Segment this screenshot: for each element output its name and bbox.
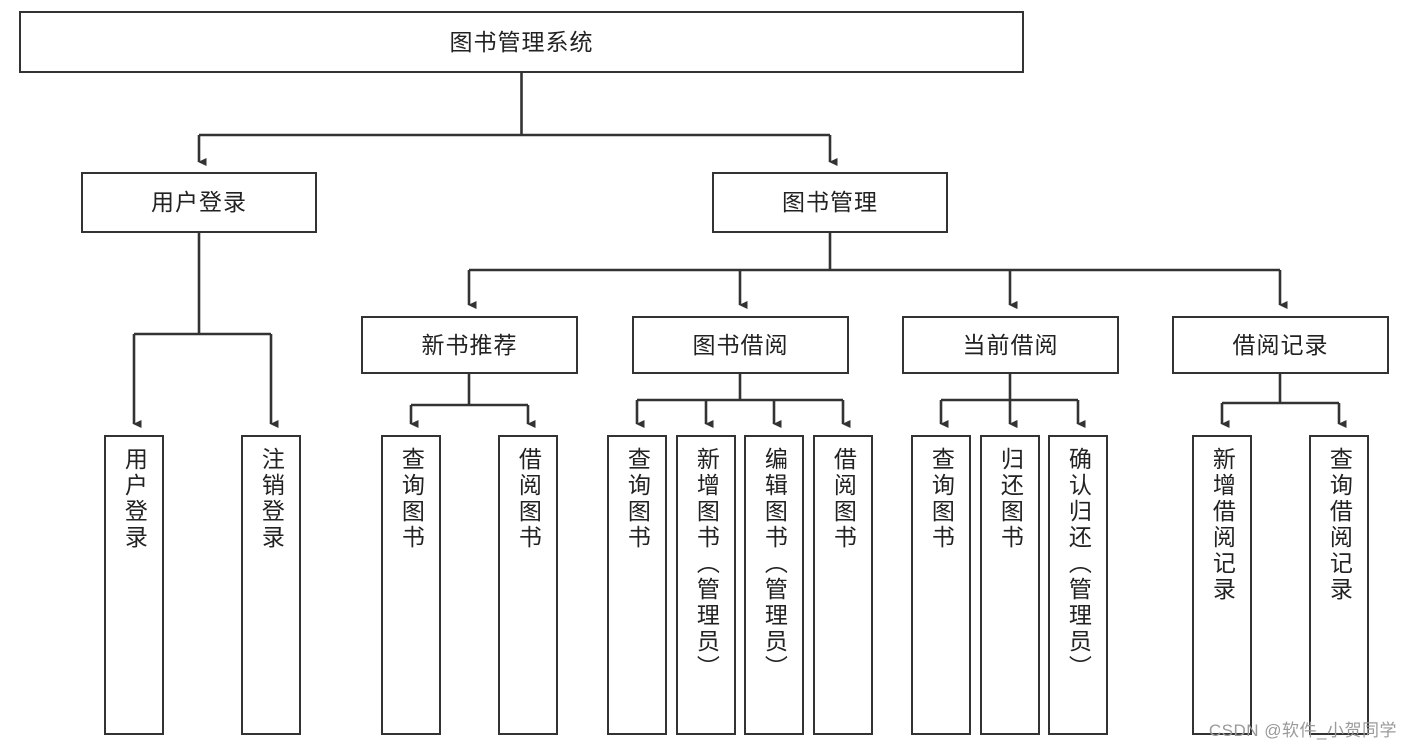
node-leaf-query-book-2[interactable]: 查询图书 [607, 435, 667, 735]
node-leaf-return-book[interactable]: 归还图书 [980, 435, 1040, 735]
node-leaf-borrow-book-1-label: 借阅图书 [515, 447, 542, 551]
node-leaf-query-record[interactable]: 查询借阅记录 [1309, 435, 1369, 735]
node-current-borrow[interactable]: 当前借阅 [902, 316, 1119, 374]
node-leaf-add-book-label: 新增图书（管理员） [693, 447, 720, 681]
node-leaf-add-record-label: 新增借阅记录 [1209, 447, 1236, 603]
node-leaf-confirm-return-label: 确认归还（管理员） [1065, 447, 1092, 681]
node-leaf-user-login[interactable]: 用户登录 [104, 435, 164, 735]
node-book-borrow-label: 图书借阅 [692, 331, 789, 358]
node-leaf-edit-book-label: 编辑图书（管理员） [761, 447, 788, 681]
node-leaf-query-book-1-label: 查询图书 [398, 447, 425, 551]
node-leaf-query-book-1[interactable]: 查询图书 [381, 435, 441, 735]
node-leaf-edit-book[interactable]: 编辑图书（管理员） [744, 435, 804, 735]
node-leaf-add-book[interactable]: 新增图书（管理员） [676, 435, 736, 735]
node-leaf-query-book-3-label: 查询图书 [928, 447, 955, 551]
node-leaf-user-login-label: 用户登录 [121, 447, 148, 551]
node-leaf-logout-login-label: 注销登录 [258, 447, 285, 551]
node-new-book-recommend[interactable]: 新书推荐 [361, 316, 578, 374]
node-book-borrow[interactable]: 图书借阅 [632, 316, 849, 374]
node-leaf-borrow-book-2[interactable]: 借阅图书 [813, 435, 873, 735]
node-root[interactable]: 图书管理系统 [19, 11, 1024, 73]
node-new-book-recommend-label: 新书推荐 [421, 331, 518, 358]
node-current-borrow-label: 当前借阅 [962, 331, 1059, 358]
node-user-login-label: 用户登录 [151, 189, 247, 216]
node-leaf-borrow-book-2-label: 借阅图书 [830, 447, 857, 551]
node-root-label: 图书管理系统 [449, 28, 594, 55]
node-user-login[interactable]: 用户登录 [81, 172, 317, 233]
node-borrow-record-label: 借阅记录 [1232, 331, 1329, 358]
node-book-management-label: 图书管理 [782, 189, 878, 216]
node-book-management[interactable]: 图书管理 [712, 172, 948, 233]
node-leaf-logout-login[interactable]: 注销登录 [241, 435, 301, 735]
node-leaf-query-record-label: 查询借阅记录 [1326, 447, 1353, 603]
node-borrow-record[interactable]: 借阅记录 [1172, 316, 1389, 374]
node-leaf-return-book-label: 归还图书 [997, 447, 1024, 551]
node-leaf-borrow-book-1[interactable]: 借阅图书 [498, 435, 558, 735]
node-leaf-add-record[interactable]: 新增借阅记录 [1192, 435, 1252, 735]
node-leaf-query-book-3[interactable]: 查询图书 [911, 435, 971, 735]
watermark-text: CSDN @软件_小贺同学 [1208, 721, 1397, 740]
node-leaf-confirm-return[interactable]: 确认归还（管理员） [1048, 435, 1108, 735]
node-leaf-query-book-2-label: 查询图书 [624, 447, 651, 551]
